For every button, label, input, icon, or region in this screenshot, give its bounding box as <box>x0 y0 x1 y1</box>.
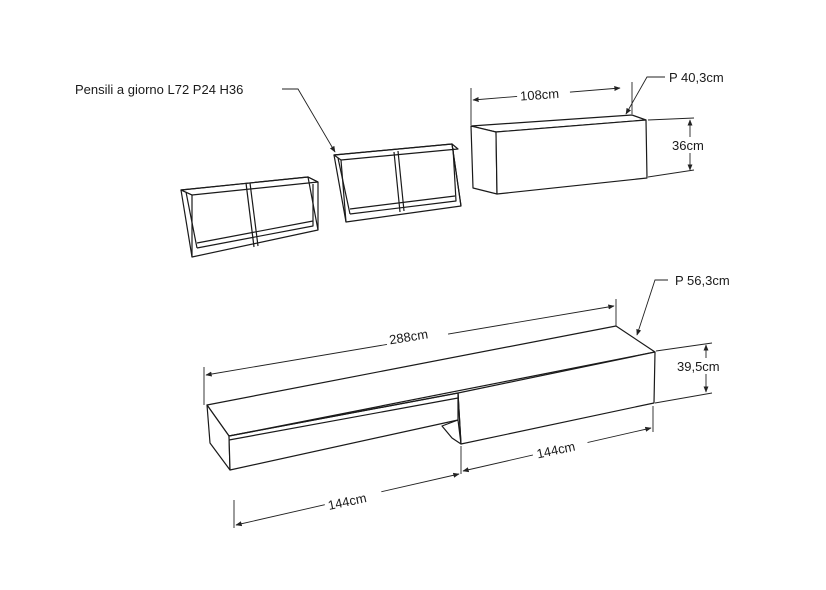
wall-cabinet <box>470 114 648 195</box>
label-base-height: 39,5cm <box>677 359 720 374</box>
label-left-module: 144cm <box>327 490 368 513</box>
open-shelf-left <box>180 176 319 258</box>
leader-cabinet-depth <box>625 76 665 115</box>
label-cabinet-depth: P 40,3cm <box>669 70 724 85</box>
label-base-depth: P 56,3cm <box>675 273 730 288</box>
open-shelf-middle <box>333 143 462 223</box>
leader-base-depth <box>636 279 668 336</box>
label-base-width: 288cm <box>388 326 429 347</box>
label-cabinet-height: 36cm <box>672 138 704 153</box>
label-shelf-note: Pensili a giorno L72 P24 H36 <box>75 82 243 97</box>
label-cabinet-width: 108cm <box>520 86 560 104</box>
label-right-module: 144cm <box>535 439 576 462</box>
leader-shelf-note <box>282 88 336 153</box>
